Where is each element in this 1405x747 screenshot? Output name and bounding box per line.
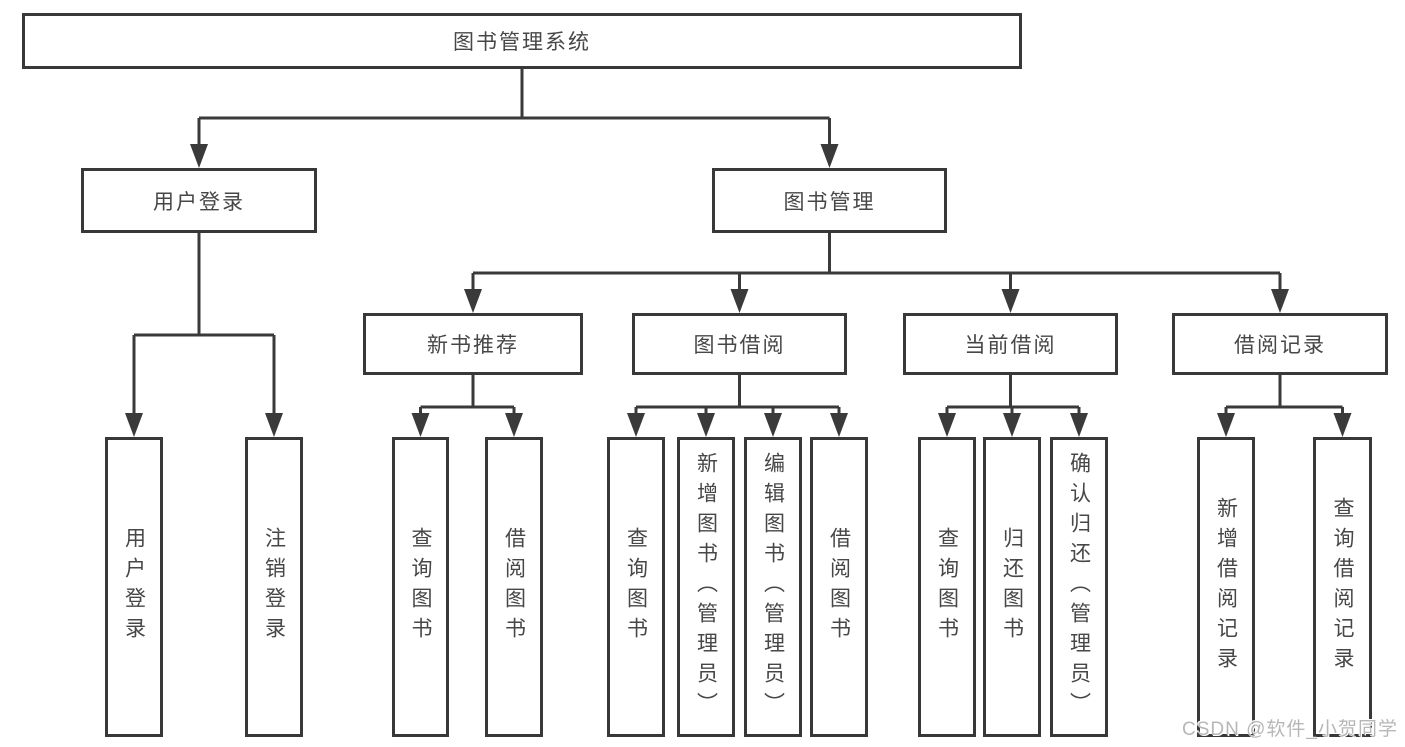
node-label-leaf-return-books: 归还图书: [1000, 527, 1024, 647]
node-label-leaf-query-books-3: 查询图书: [935, 527, 959, 647]
node-label-leaf-logout: 注销登录: [262, 527, 286, 647]
node-label-leaf-user-login: 用户登录: [122, 527, 146, 647]
node-leaf-query-borrow-record: 查询借阅记录: [1313, 437, 1372, 737]
node-label-leaf-edit-books: 编辑图书（管理员）: [761, 452, 785, 722]
arrowhead-icon: [730, 289, 749, 313]
arrowhead-icon: [1271, 289, 1289, 313]
arrowhead-icon: [627, 413, 645, 437]
node-label-new-book-recommend: 新书推荐: [427, 334, 519, 357]
node-leaf-user-login: 用户登录: [105, 437, 163, 737]
node-new-book-recommend: 新书推荐: [363, 313, 583, 375]
node-label-leaf-add-books: 新增图书（管理员）: [694, 452, 718, 722]
node-book-management: 图书管理: [712, 168, 947, 233]
node-root: 图书管理系统: [22, 13, 1022, 69]
arrowhead-icon: [1003, 413, 1021, 437]
node-book-borrow: 图书借阅: [632, 313, 847, 375]
node-label-leaf-query-books-1: 查询图书: [409, 527, 433, 647]
node-current-borrow: 当前借阅: [903, 313, 1118, 375]
arrowhead-icon: [764, 413, 782, 437]
node-label-leaf-confirm-return: 确认归还（管理员）: [1067, 452, 1091, 722]
arrowhead-icon: [820, 144, 839, 168]
arrowhead-icon: [265, 413, 283, 437]
arrowhead-icon: [938, 413, 956, 437]
node-label-leaf-add-borrow-record: 新增借阅记录: [1214, 497, 1238, 677]
watermark: CSDN @软件_小贺同学: [1182, 719, 1398, 740]
arrowhead-icon: [1070, 413, 1088, 437]
node-leaf-edit-books: 编辑图书（管理员）: [744, 437, 802, 737]
node-borrow-records: 借阅记录: [1172, 313, 1388, 375]
node-leaf-add-borrow-record: 新增借阅记录: [1197, 437, 1255, 737]
node-label-user-login: 用户登录: [153, 190, 245, 214]
node-label-leaf-query-borrow-record: 查询借阅记录: [1331, 497, 1355, 677]
node-leaf-return-books: 归还图书: [983, 437, 1041, 737]
arrowhead-icon: [125, 413, 143, 437]
node-user-login: 用户登录: [81, 168, 317, 233]
node-leaf-borrow-books-2: 借阅图书: [810, 437, 868, 737]
node-label-book-management: 图书管理: [783, 190, 876, 214]
arrowhead-icon: [464, 289, 482, 313]
node-label-current-borrow: 当前借阅: [964, 334, 1057, 357]
arrowhead-icon: [1333, 413, 1352, 437]
arrowhead-icon: [1001, 289, 1020, 313]
arrowhead-icon: [697, 413, 715, 437]
node-leaf-borrow-books-1: 借阅图书: [485, 437, 543, 737]
arrowhead-icon: [505, 413, 523, 437]
arrowhead-icon: [411, 413, 430, 437]
node-leaf-query-books-1: 查询图书: [392, 437, 449, 737]
node-leaf-add-books: 新增图书（管理员）: [677, 437, 735, 737]
node-label-book-borrow: 图书借阅: [693, 334, 786, 357]
node-leaf-query-books-2: 查询图书: [607, 437, 665, 737]
arrowhead-icon: [190, 144, 208, 168]
node-label-leaf-borrow-books-1: 借阅图书: [502, 527, 526, 647]
node-leaf-query-books-3: 查询图书: [918, 437, 976, 737]
arrowhead-icon: [1217, 413, 1235, 437]
node-label-root: 图书管理系统: [453, 31, 591, 54]
arrowhead-icon: [830, 413, 848, 437]
node-label-leaf-borrow-books-2: 借阅图书: [827, 527, 851, 647]
node-leaf-logout: 注销登录: [245, 437, 303, 737]
node-label-borrow-records: 借阅记录: [1234, 334, 1326, 357]
node-label-leaf-query-books-2: 查询图书: [624, 527, 648, 647]
node-leaf-confirm-return: 确认归还（管理员）: [1050, 437, 1108, 737]
